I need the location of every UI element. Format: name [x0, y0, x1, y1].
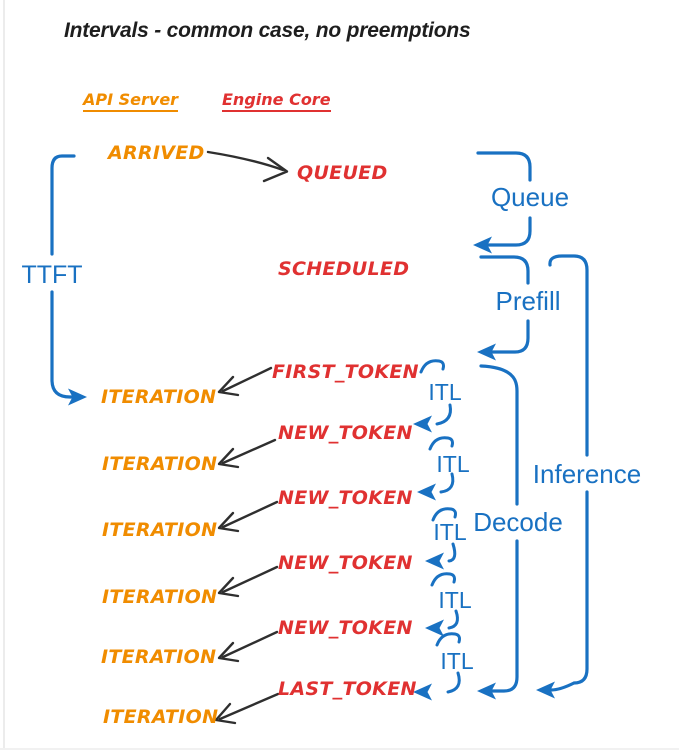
arrow-first-token-head-icon — [217, 375, 240, 397]
arrow-new-token-4-to-iteration — [221, 630, 279, 659]
event-iteration-4: ITERATION — [102, 586, 218, 608]
event-iteration-2: ITERATION — [102, 453, 218, 475]
itl-2-hook — [439, 472, 455, 494]
page-bottom-edge — [0, 748, 679, 750]
interval-label-itl-5: ITL — [440, 648, 474, 674]
itl-4-hook — [447, 609, 459, 630]
queue-bracket-bottom — [486, 216, 532, 247]
inference-arrowhead-left-icon — [536, 681, 555, 699]
itl-4-arrowhead-left-icon — [425, 619, 444, 637]
inference-bracket-top — [548, 254, 589, 457]
interval-label-prefill: Prefill — [495, 286, 561, 316]
diagram-title: Intervals - common case, no preemptions — [64, 19, 471, 42]
event-scheduled: SCHEDULED — [278, 258, 410, 280]
event-arrows — [206, 150, 289, 725]
event-arrived: ARRIVED — [108, 142, 205, 164]
arrow-last-token-head-icon — [214, 702, 237, 725]
arrow-new-token-3-to-iteration — [221, 565, 279, 594]
page-left-edge — [3, 0, 5, 750]
interval-label-queue: Queue — [490, 182, 570, 212]
interval-label-itl-4: ITL — [438, 587, 472, 613]
event-new-token-2: NEW_TOKEN — [278, 487, 413, 509]
event-new-token-4: NEW_TOKEN — [278, 617, 413, 639]
event-new-token-3: NEW_TOKEN — [278, 552, 413, 574]
itl-4-top-curve — [430, 572, 456, 587]
itl-3-top-curve — [431, 507, 457, 522]
interval-label-itl-3: ITL — [433, 519, 467, 545]
itl-arrowheads — [413, 415, 444, 701]
queue-arrowhead-left-icon — [473, 236, 492, 254]
column-header-api-server: API Server — [83, 90, 179, 112]
itl-1-top-curve — [419, 359, 445, 374]
inference-bracket — [548, 254, 589, 692]
arrow-first-token-to-iteration — [221, 366, 273, 393]
prefill-arrowhead-left-icon — [477, 343, 496, 361]
arrow-new-token-1-to-iteration — [221, 438, 277, 465]
event-iteration-5: ITERATION — [101, 646, 217, 668]
arrow-new-token-1-head-icon — [217, 447, 240, 469]
decode-bracket-top — [479, 364, 519, 506]
itl-3-arrowhead-left-icon — [425, 552, 444, 570]
itl-hooks — [419, 359, 461, 694]
ttft-bracket — [50, 154, 76, 399]
event-queued: QUEUED — [297, 162, 388, 184]
ttft-bracket-bottom — [50, 290, 75, 399]
queue-bracket-top — [476, 151, 532, 182]
ttft-bracket-top — [50, 154, 76, 256]
itl-1-hook — [435, 403, 452, 426]
arrow-new-token-2-to-iteration — [221, 500, 279, 529]
itl-1-arrowhead-left-icon — [413, 415, 432, 433]
itl-2-arrowhead-left-icon — [417, 483, 436, 501]
arrow-arrived-to-queued — [206, 150, 285, 172]
interval-label-inference: Inference — [532, 459, 642, 489]
prefill-bracket-bottom — [490, 319, 530, 354]
interval-label-itl-1: ITL — [428, 379, 462, 405]
decode-bracket-bottom — [490, 539, 519, 693]
itl-2-top-curve — [428, 436, 454, 451]
decode-bracket — [479, 364, 519, 693]
itl-3-hook — [447, 542, 457, 563]
interval-label-decode: Decode — [473, 507, 563, 537]
arrow-new-token-3-head-icon — [217, 576, 240, 598]
event-iteration-1: ITERATION — [101, 386, 217, 408]
arrow-new-token-2-head-icon — [217, 511, 240, 533]
itl-5-top-curve — [435, 632, 461, 647]
event-new-token-1: NEW_TOKEN — [278, 422, 413, 444]
arrow-new-token-4-head-icon — [217, 641, 240, 663]
prefill-bracket-top — [479, 255, 530, 285]
arrow-arrived-to-queued-head-icon — [262, 156, 289, 183]
event-iteration-3: ITERATION — [102, 519, 218, 541]
column-header-engine-core: Engine Core — [222, 90, 331, 112]
event-first-token: FIRST_TOKEN — [272, 361, 419, 383]
prefill-bracket — [479, 255, 530, 354]
interval-label-ttft: TTFT — [21, 261, 83, 289]
event-iteration-6: ITERATION — [103, 706, 219, 728]
decode-arrowhead-left-icon — [477, 682, 496, 700]
event-last-token: LAST_TOKEN — [278, 678, 417, 700]
ttft-arrowhead-right-icon — [68, 388, 87, 406]
arrow-last-token-to-iteration — [218, 692, 280, 721]
itl-5-arrowhead-left-icon — [413, 683, 432, 701]
queue-bracket — [476, 151, 532, 247]
inference-bracket-bottom — [549, 490, 589, 692]
itl-5-hook — [446, 671, 461, 694]
interval-label-itl-2: ITL — [436, 451, 470, 477]
